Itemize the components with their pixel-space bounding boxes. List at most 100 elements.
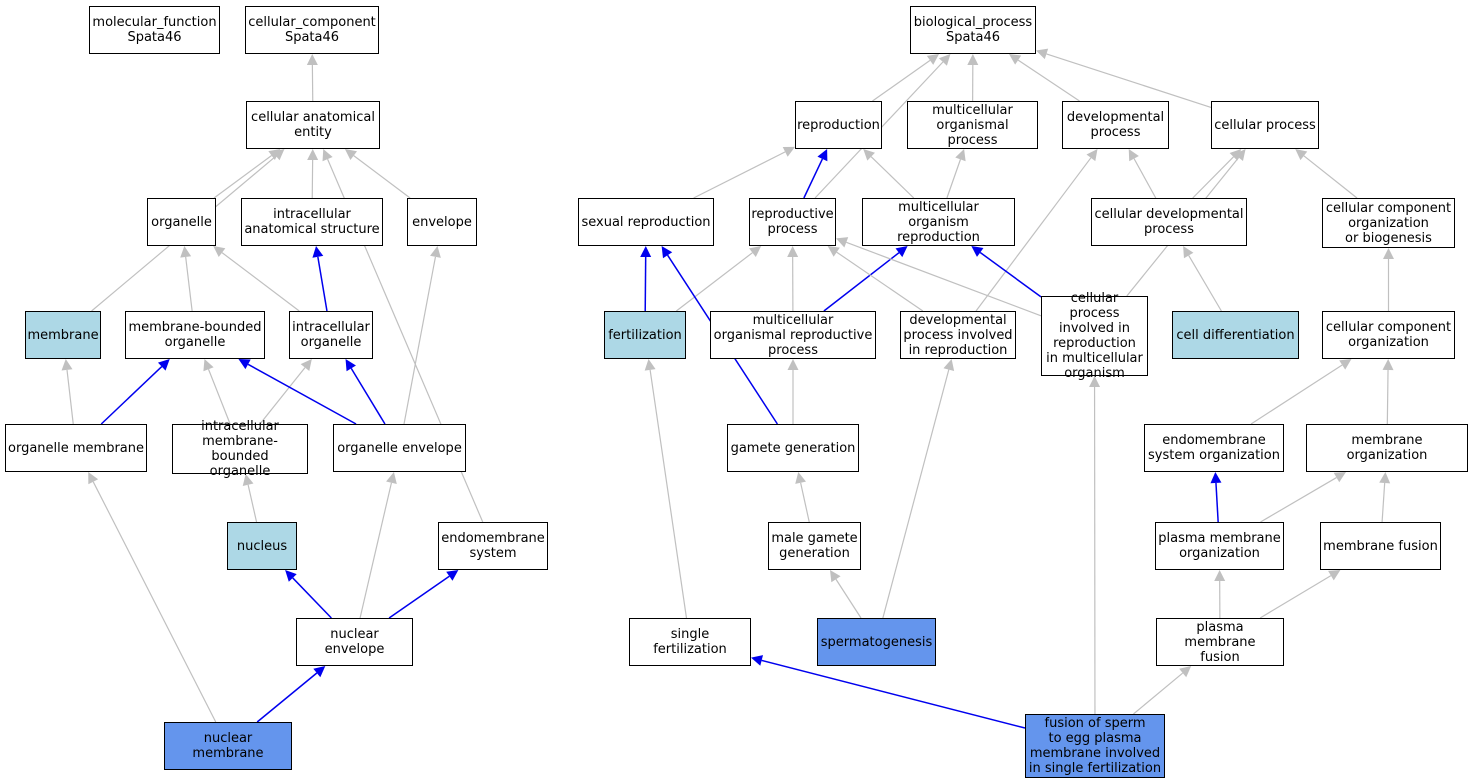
node-imbo[interactable]: intracellular membrane-bounded organelle [172, 419, 308, 479]
edge-arrowhead-mor-mop [955, 149, 966, 162]
edge-celldiff-cdp [1188, 255, 1222, 312]
node-mgg[interactable]: male gamete generation [768, 522, 861, 570]
node-memorg[interactable]: membrane organization [1306, 424, 1468, 472]
node-mf[interactable]: molecular_function Spata46 [89, 6, 220, 54]
edge-arrowhead-nucleus-imbo [242, 474, 254, 486]
node-ccob[interactable]: cellular component organization or bioge… [1322, 198, 1455, 248]
edge-oe-envelope [403, 256, 437, 425]
edge-nm-ne [256, 672, 318, 723]
edge-cellp-bp [1046, 53, 1212, 109]
node-celldiff[interactable]: cell differentiation [1172, 311, 1299, 359]
edge-emso-cco [1250, 364, 1343, 425]
node-ems[interactable]: endomembrane system [438, 522, 548, 570]
edge-sexrep-repro [693, 151, 786, 199]
node-envelope[interactable]: envelope [407, 198, 477, 246]
edge-fusion-singlefert [761, 659, 1026, 729]
edge-arrowhead-cellp-bp [1036, 48, 1049, 60]
node-mop[interactable]: multicellular organismal process [907, 101, 1038, 149]
edge-arrowhead-mor-repro [863, 149, 875, 161]
edge-arrowhead-ccob-cellp [1295, 149, 1308, 161]
node-cco[interactable]: cellular component organization [1322, 311, 1455, 359]
edge-nm-om [92, 481, 217, 723]
node-memfus[interactable]: membrane fusion [1320, 522, 1441, 570]
edge-arrowhead-cpir-reprop [836, 237, 849, 248]
edge-arrowhead-reprop-bp [938, 54, 951, 66]
edge-arrowhead-cpir-mor [971, 246, 984, 257]
edge-mbo-organelle [185, 256, 193, 312]
node-sperm[interactable]: spermatogenesis [817, 618, 936, 666]
node-oe[interactable]: organelle envelope [333, 424, 466, 472]
edge-ne-nucleus [292, 577, 332, 619]
edge-arrowhead-fusion-cpir [1089, 376, 1101, 388]
node-membrane[interactable]: membrane [25, 311, 101, 359]
node-pmo[interactable]: plasma membrane organization [1155, 522, 1284, 570]
node-sexrep[interactable]: sexual reproduction [578, 198, 714, 246]
edge-arrowhead-nm-ne [313, 666, 326, 678]
edge-arrowhead-oe-io [345, 359, 356, 372]
node-cellp[interactable]: cellular process [1211, 101, 1319, 149]
node-mbo[interactable]: membrane-bounded organelle [125, 311, 265, 359]
edge-io-ias [317, 256, 328, 312]
edge-morp-mor [823, 252, 900, 312]
edge-pmf-memfus [1259, 575, 1332, 619]
edge-arrowhead-oe-envelope [430, 246, 441, 258]
node-cc[interactable]: cellular_component Spata46 [245, 6, 379, 54]
edge-arrowhead-oe-mbo [238, 359, 251, 370]
edge-arrowhead-fusion-pmf [1179, 666, 1192, 678]
node-io[interactable]: intracellular organelle [289, 311, 373, 359]
edge-envelope-cae [353, 155, 411, 199]
edge-arrowhead-dpir-reprop [827, 246, 840, 257]
node-om[interactable]: organelle membrane [5, 424, 147, 472]
node-cdp[interactable]: cellular developmental process [1091, 198, 1247, 246]
edge-arrowhead-repro-bp [926, 54, 940, 65]
node-bp[interactable]: biological_process Spata46 [910, 6, 1036, 54]
node-singlefert[interactable]: single fertilization [629, 618, 751, 666]
edge-oe-mbo [247, 363, 357, 425]
edge-arrowhead-ne-ems [446, 570, 459, 581]
node-ias[interactable]: intracellular anatomical structure [241, 198, 383, 246]
edge-arrowhead-pmo-emso [1210, 472, 1222, 484]
node-gameteg[interactable]: gamete generation [727, 424, 859, 472]
edge-mgg-gameteg [800, 482, 810, 523]
edge-ccob-cellp [1303, 155, 1358, 199]
edge-arrowhead-ias-cae [307, 149, 319, 161]
edge-memfus-memorg [1381, 482, 1386, 523]
edge-arrowhead-ne-oe [386, 472, 397, 484]
edge-singlefert-fert [649, 369, 688, 619]
node-devp[interactable]: developmental process [1062, 101, 1169, 149]
edge-ne-ems [388, 575, 450, 619]
edge-arrowhead-pmf-memfus [1328, 570, 1341, 581]
node-nm[interactable]: nuclear membrane [164, 722, 292, 770]
node-nucleus[interactable]: nucleus [227, 522, 297, 570]
edge-imbo-io [259, 367, 306, 425]
edge-devp-bp [1017, 59, 1080, 102]
edge-imbo-mbo [207, 369, 231, 425]
node-emso[interactable]: endomembrane system organization [1144, 424, 1284, 472]
node-cae[interactable]: cellular anatomical entity [246, 101, 380, 149]
node-ne[interactable]: nuclear envelope [296, 618, 413, 666]
edge-pmo-emso [1215, 482, 1219, 523]
edge-arrowhead-imbo-io [300, 359, 312, 372]
edge-arrowhead-sperm-mgg [830, 570, 841, 583]
node-mor[interactable]: multicellular organism reproduction [862, 198, 1015, 246]
edge-arrowhead-gameteg-sexrep [661, 246, 673, 259]
edge-arrowhead-celldiff-cdp [1183, 246, 1194, 259]
node-reprop[interactable]: reproductive process [749, 198, 836, 246]
node-organelle[interactable]: organelle [147, 198, 216, 246]
node-dpir[interactable]: developmental process involved in reprod… [900, 311, 1016, 359]
edge-arrowhead-ne-nucleus [285, 570, 297, 582]
node-pmf[interactable]: plasma membrane fusion [1156, 618, 1284, 666]
edge-arrowhead-cpir-cellp [1234, 149, 1246, 162]
edge-cdp-cellp [1192, 156, 1234, 199]
edge-arrowhead-io-ias [312, 246, 324, 258]
node-morp[interactable]: multicellular organismal reproductive pr… [710, 311, 876, 359]
node-repro[interactable]: reproduction [795, 101, 882, 149]
node-fusion[interactable]: fusion of sperm to egg plasma membrane i… [1025, 714, 1165, 778]
edge-arrowhead-nm-om [88, 472, 99, 485]
edge-pmo-memorg [1260, 477, 1337, 523]
edge-arrowhead-pmf-pmo [1214, 570, 1226, 582]
node-fert[interactable]: fertilization [604, 311, 686, 359]
node-cpir[interactable]: cellular process involved in reproductio… [1041, 291, 1148, 381]
edge-arrowhead-gameteg-morp [787, 359, 799, 370]
